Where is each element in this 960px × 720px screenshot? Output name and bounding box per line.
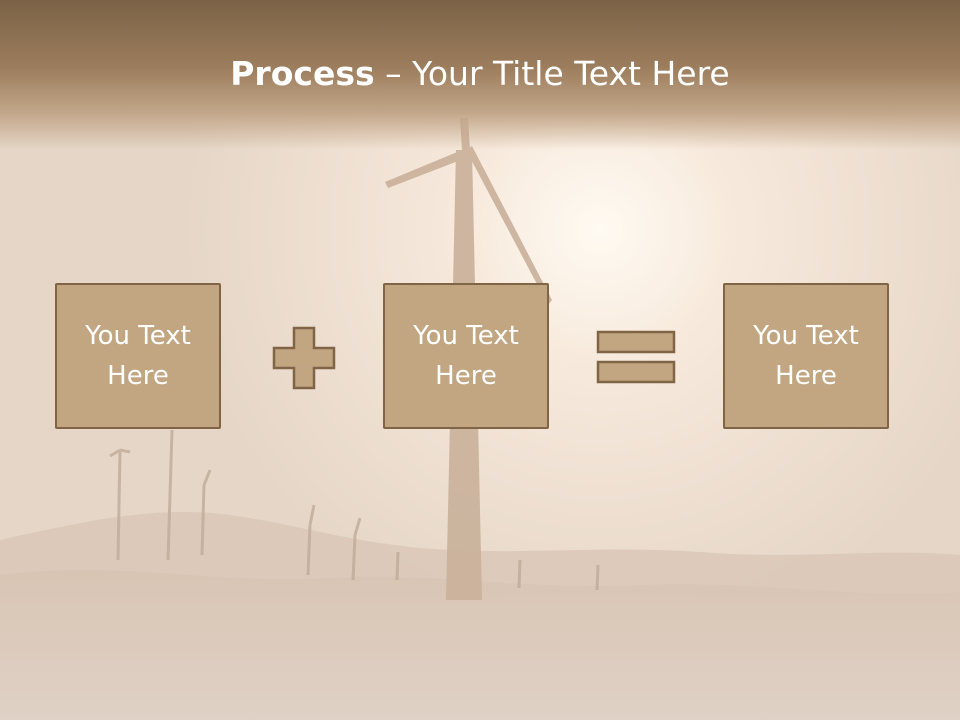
plus-icon (272, 326, 336, 390)
process-box-2-text: You Text Here (413, 321, 519, 391)
process-box-2[interactable]: You Text Here (383, 283, 549, 429)
title-bold: Process (230, 54, 375, 93)
process-box-1[interactable]: You Text Here (55, 283, 221, 429)
title-band (0, 0, 960, 150)
equals-icon (596, 330, 676, 384)
slide-title[interactable]: Process – Your Title Text Here (0, 52, 960, 96)
process-box-3[interactable]: You Text Here (723, 283, 889, 429)
process-box-3-text: You Text Here (753, 321, 859, 391)
process-box-1-text: You Text Here (85, 321, 191, 391)
title-rest: – Your Title Text Here (374, 54, 730, 93)
